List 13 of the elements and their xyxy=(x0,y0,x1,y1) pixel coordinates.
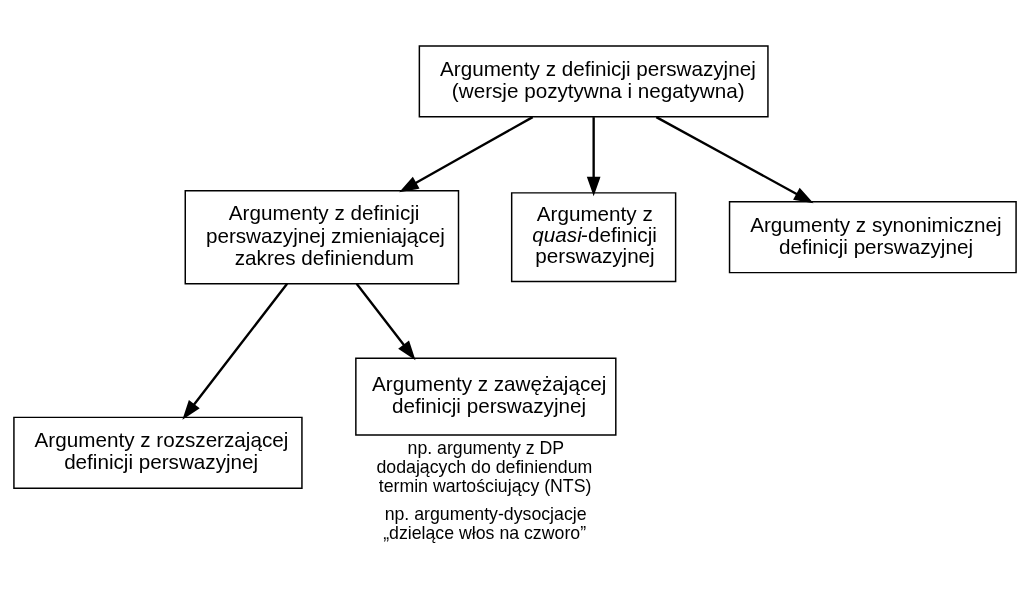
arrow xyxy=(355,283,416,361)
node-label: np. argumenty-dysocjacje „dzielące włos na czworo” xyxy=(383,504,587,544)
arrow xyxy=(399,116,534,193)
node-box: Argumenty z quasi-definicji perswazyjnej xyxy=(510,192,677,283)
arrow xyxy=(586,117,601,197)
node-box: Argumenty z zawężającej definicji perswazyjnej xyxy=(355,357,617,436)
node-box: Argumenty z definicji perswazyjnej zmieniającej zakres definiendum xyxy=(184,189,460,285)
node-box: Argumenty z definicji perswazyjnej (wersje pozytywna i negatywna) xyxy=(418,45,769,118)
node-box: Argumenty z rozszerzającej definicji perswazyjnej xyxy=(13,416,303,489)
arrow xyxy=(182,283,289,420)
node-label: np. argumenty z DP dodających do definiendum termin wartościujący (NTS) xyxy=(376,437,593,497)
arrow xyxy=(655,116,814,204)
node-box: Argumenty z synonimicznej definicji perswazyjnej xyxy=(728,201,1017,274)
